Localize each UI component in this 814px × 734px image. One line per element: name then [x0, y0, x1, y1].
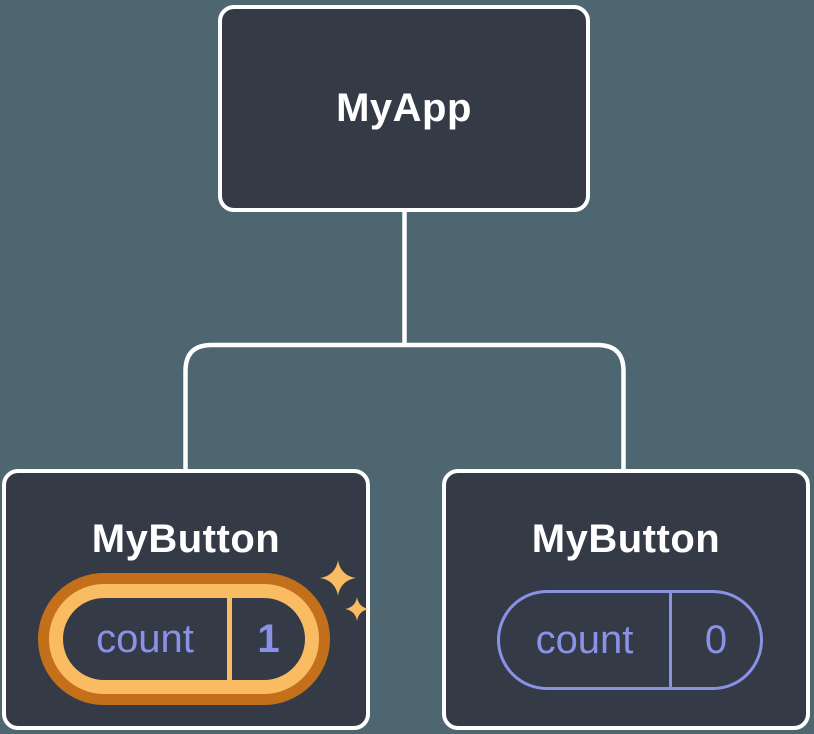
pill-divider — [669, 593, 672, 687]
tree-node-mybutton-left: MyButton count 1 — [2, 469, 370, 730]
node-label-mybutton-left: MyButton — [91, 517, 281, 561]
state-pill-highlighted: count 1 — [38, 573, 330, 705]
tree-node-myapp: MyApp — [218, 5, 590, 212]
state-name-label: count — [96, 616, 194, 661]
state-pill-plain: count 0 — [497, 590, 763, 690]
tree-node-mybutton-right: MyButton count 0 — [442, 469, 810, 730]
state-value-label: 1 — [257, 616, 280, 661]
state-name-label: count — [535, 617, 634, 662]
node-label-myapp: MyApp — [336, 86, 472, 130]
state-value-label: 0 — [704, 617, 728, 662]
node-label-mybutton-right: MyButton — [531, 517, 721, 561]
pill-divider — [227, 598, 232, 680]
